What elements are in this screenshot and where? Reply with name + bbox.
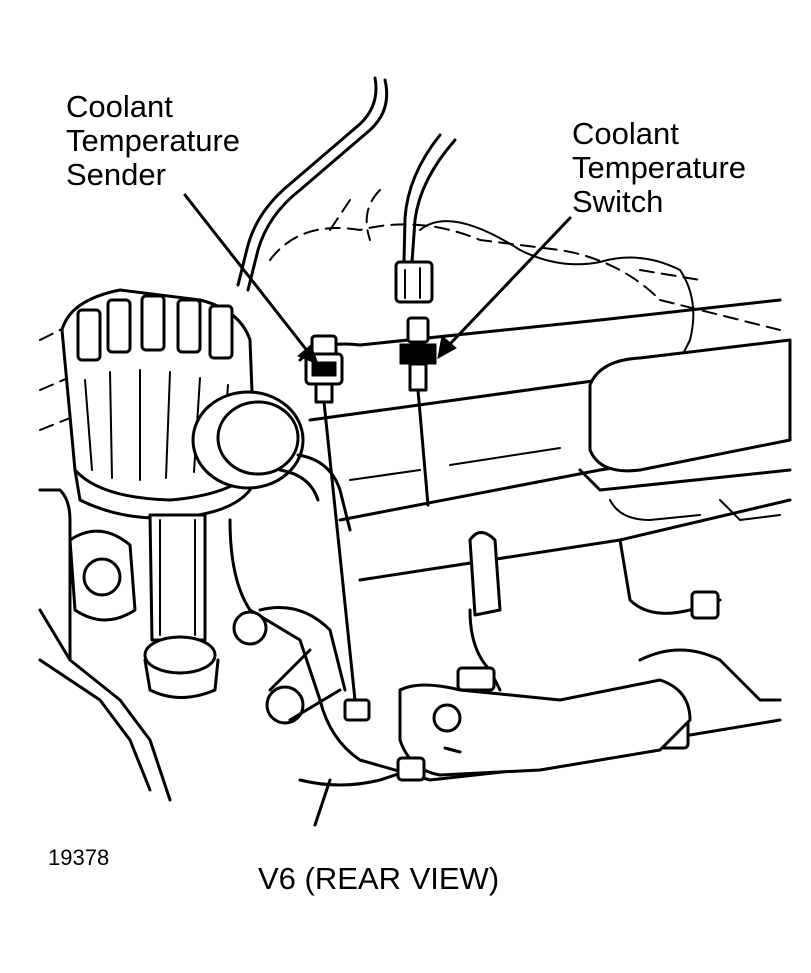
sender-label-line-3: Sender <box>66 157 166 192</box>
sender-leader-line <box>183 193 319 365</box>
figure-number: 19378 <box>48 845 110 870</box>
figure-caption: V6 (REAR VIEW) <box>258 861 500 896</box>
switch-leader-line <box>437 216 572 359</box>
coolant-temperature-switch-label: Coolant Temperature Switch <box>572 117 746 219</box>
switch-label-line-2: Temperature <box>572 150 747 185</box>
sender-label-line-1: Coolant <box>66 89 173 124</box>
valve-cover-right <box>578 338 792 750</box>
sender-label-line-2: Temperature <box>66 123 241 158</box>
coolant-temperature-switch <box>394 133 457 507</box>
coolant-pipe <box>298 678 692 827</box>
upper-tube-line <box>236 76 389 292</box>
vacuum-advance-unit <box>191 390 352 532</box>
hose-fitting <box>456 531 502 692</box>
switch-label-line-3: Switch <box>572 184 664 219</box>
distributor <box>60 288 257 699</box>
coolant-temperature-sender-label: Coolant Temperature Sender <box>66 90 240 192</box>
left-flange <box>38 488 172 802</box>
switch-label-line-1: Coolant <box>572 116 679 151</box>
